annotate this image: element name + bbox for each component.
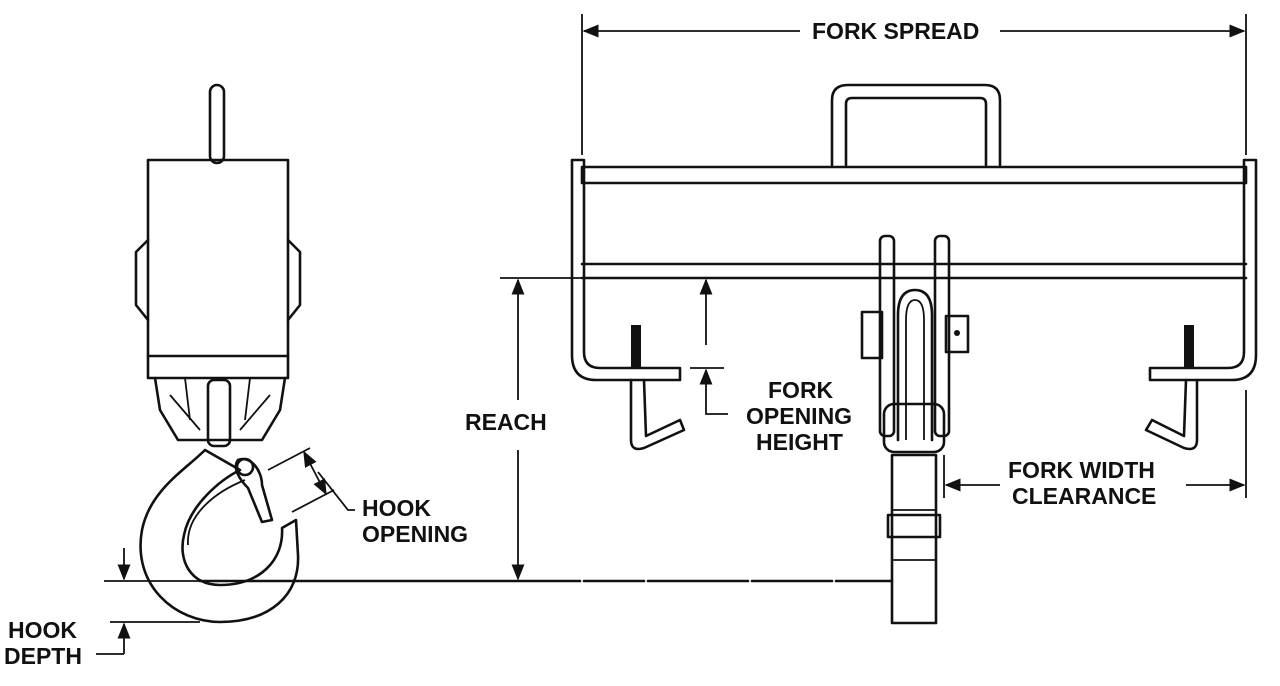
fork-width-clearance-dimension <box>943 390 1247 498</box>
crane-hook-assembly <box>134 83 302 624</box>
hook-depth-line-1: HOOK <box>8 617 77 643</box>
fork-opening-height-dimension <box>690 278 728 415</box>
fork-width-clearance-line-2: CLEARANCE <box>1012 483 1156 509</box>
hook-depth-label: HOOK DEPTH <box>4 617 83 669</box>
fork-opening-height-label: FORK OPENING HEIGHT <box>746 377 858 455</box>
hook-shape <box>139 448 300 624</box>
hook-depth-dimension <box>96 548 200 655</box>
fork-opening-height-line-2: OPENING <box>746 403 852 429</box>
fork-width-clearance-label: FORK WIDTH CLEARANCE <box>1008 457 1161 509</box>
hook-opening-label: HOOK OPENING <box>362 495 468 547</box>
reach-dimension <box>500 277 582 581</box>
fork-attachment <box>570 83 1258 625</box>
hook-depth-line-2: DEPTH <box>4 643 82 669</box>
fork-width-clearance-line-1: FORK WIDTH <box>1008 457 1155 483</box>
hook-opening-line-2: OPENING <box>362 521 468 547</box>
fork-spread-label: FORK SPREAD <box>812 18 979 44</box>
reach-label: REACH <box>465 409 547 435</box>
hook-opening-line-1: HOOK <box>362 495 431 521</box>
hook-opening-dimension <box>267 447 355 513</box>
fork-opening-height-line-1: FORK <box>768 377 834 403</box>
fork-spread-dimension <box>581 14 1247 155</box>
fork-opening-height-line-3: HEIGHT <box>756 429 843 455</box>
